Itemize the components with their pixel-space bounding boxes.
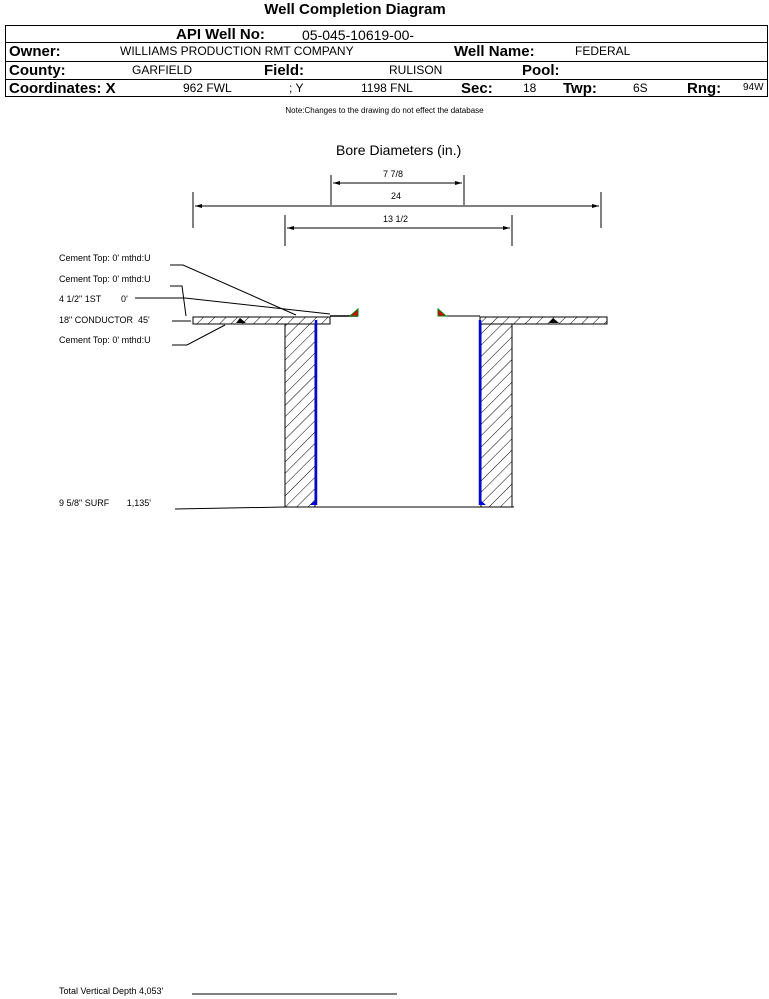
casing-shoe-right-icon (479, 499, 486, 505)
cement-top-label-3: Cement Top: 0' mthd:U (59, 335, 151, 345)
well-name-value: FEDERAL (575, 44, 631, 58)
sec-value: 18 (523, 81, 537, 95)
label-leaders (135, 264, 397, 995)
total-depth-label: Total Vertical Depth 4,053' (59, 986, 164, 996)
rng-label: Rng: (687, 80, 722, 97)
casing-shoe-left-icon (310, 499, 317, 505)
county-label: County: (9, 62, 66, 79)
conductor-shoe-right-icon (549, 318, 559, 323)
conductor-shoe-left-icon (236, 318, 246, 323)
field-label: Field: (264, 62, 304, 79)
dim-label-open-hole: 7 7/8 (383, 169, 404, 179)
county-value: GARFIELD (132, 63, 193, 77)
well-header-table: API Well No: 05-045-10619-00- Owner: WIL… (5, 25, 768, 97)
field-value: RULISON (389, 63, 443, 77)
surface-cement-right (480, 323, 513, 508)
cement-top-label-2: Cement Top: 0' mthd:U (59, 274, 151, 284)
coordinates-label: Coordinates: X (9, 80, 116, 97)
x-value: 962 FWL (183, 81, 232, 95)
owner-label: Owner: (9, 43, 61, 60)
dim-label-surface: 13 1/2 (383, 214, 409, 224)
production-casing-label: 4 1/2" 1ST 0' (59, 294, 128, 304)
marker-right-icon (437, 307, 448, 317)
page-title: Well Completion Diagram (264, 1, 446, 18)
owner-value: WILLIAMS PRODUCTION RMT COMPANY (120, 44, 354, 58)
dimension-arrows (195, 181, 599, 230)
surface-casing-label: 9 5/8" SURF 1,135' (59, 498, 151, 508)
conductor-left (192, 316, 331, 325)
note-text: Note:Changes to the drawing do not effec… (285, 106, 484, 115)
surface-cement-left (284, 323, 316, 508)
twp-value: 6S (633, 81, 648, 95)
dimension-lines (192, 175, 602, 246)
y-label: ; Y (289, 81, 304, 95)
rng-value: 94W (743, 82, 764, 93)
sec-label: Sec: (461, 80, 493, 97)
twp-label: Twp: (563, 80, 597, 97)
bore-diameters-title: Bore Diameters (in.) (336, 142, 462, 158)
y-value: 1198 FNL (361, 81, 413, 95)
api-label: API Well No: (176, 26, 265, 43)
dim-label-conductor: 24 (391, 191, 402, 201)
conductor-label: 18" CONDUCTOR 45' (59, 315, 150, 325)
pool-label: Pool: (522, 62, 560, 79)
cement-top-label-1: Cement Top: 0' mthd:U (59, 253, 151, 263)
well-name-label: Well Name: (454, 43, 535, 60)
marker-left-icon (348, 307, 359, 317)
api-value: 05-045-10619-00- (302, 27, 415, 43)
conductor-right (479, 316, 608, 325)
